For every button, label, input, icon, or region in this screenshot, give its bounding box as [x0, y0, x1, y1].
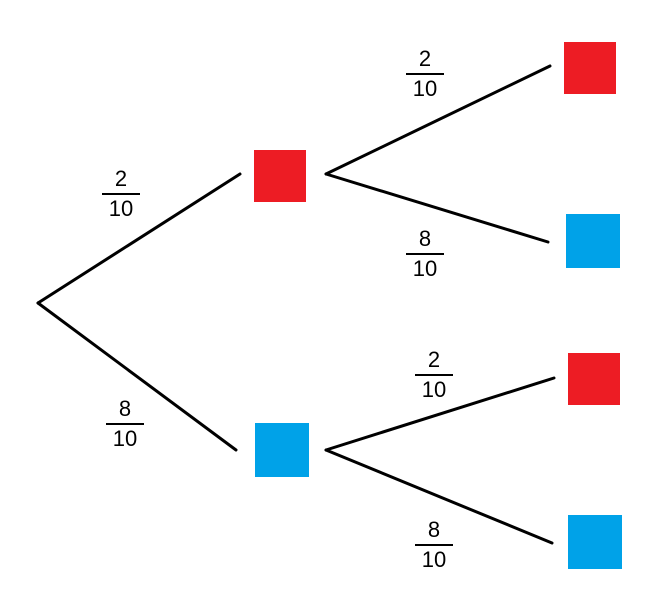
- numerator: 2: [427, 347, 441, 372]
- fraction-bar: [415, 544, 453, 546]
- fraction-bar: [415, 374, 453, 376]
- probability-blue-blue: 8 10: [409, 519, 459, 571]
- fraction-bar: [406, 73, 444, 75]
- fraction-bar: [406, 253, 444, 255]
- fraction-bar: [102, 193, 140, 195]
- outcome-red-blue-square: [566, 214, 620, 268]
- denominator: 10: [421, 547, 447, 572]
- outcome-red-square-level1: [254, 150, 306, 202]
- probability-red-blue: 8 10: [400, 228, 450, 280]
- branch-root-to-blue: [36, 301, 238, 452]
- outcome-red-red-square: [564, 42, 616, 94]
- numerator: 8: [118, 396, 132, 421]
- denominator: 10: [412, 256, 438, 281]
- numerator: 2: [418, 46, 432, 71]
- numerator: 8: [418, 226, 432, 251]
- probability-root-red: 2 10: [96, 168, 146, 220]
- fraction-bar: [106, 423, 144, 425]
- denominator: 10: [412, 76, 438, 101]
- numerator: 8: [427, 517, 441, 542]
- outcome-blue-square-level1: [255, 423, 309, 477]
- probability-blue-red: 2 10: [409, 349, 459, 401]
- branch-red-to-blue: [324, 172, 550, 244]
- outcome-blue-blue-square: [568, 515, 622, 569]
- numerator: 2: [114, 166, 128, 191]
- denominator: 10: [421, 377, 447, 402]
- branch-blue-to-red: [324, 376, 556, 452]
- denominator: 10: [112, 426, 138, 451]
- branch-blue-to-blue: [324, 448, 554, 545]
- probability-red-red: 2 10: [400, 48, 450, 100]
- probability-root-blue: 8 10: [100, 398, 150, 450]
- branch-red-to-red: [324, 64, 552, 176]
- outcome-blue-red-square: [568, 353, 620, 405]
- denominator: 10: [108, 196, 134, 221]
- branch-root-to-red: [36, 172, 242, 305]
